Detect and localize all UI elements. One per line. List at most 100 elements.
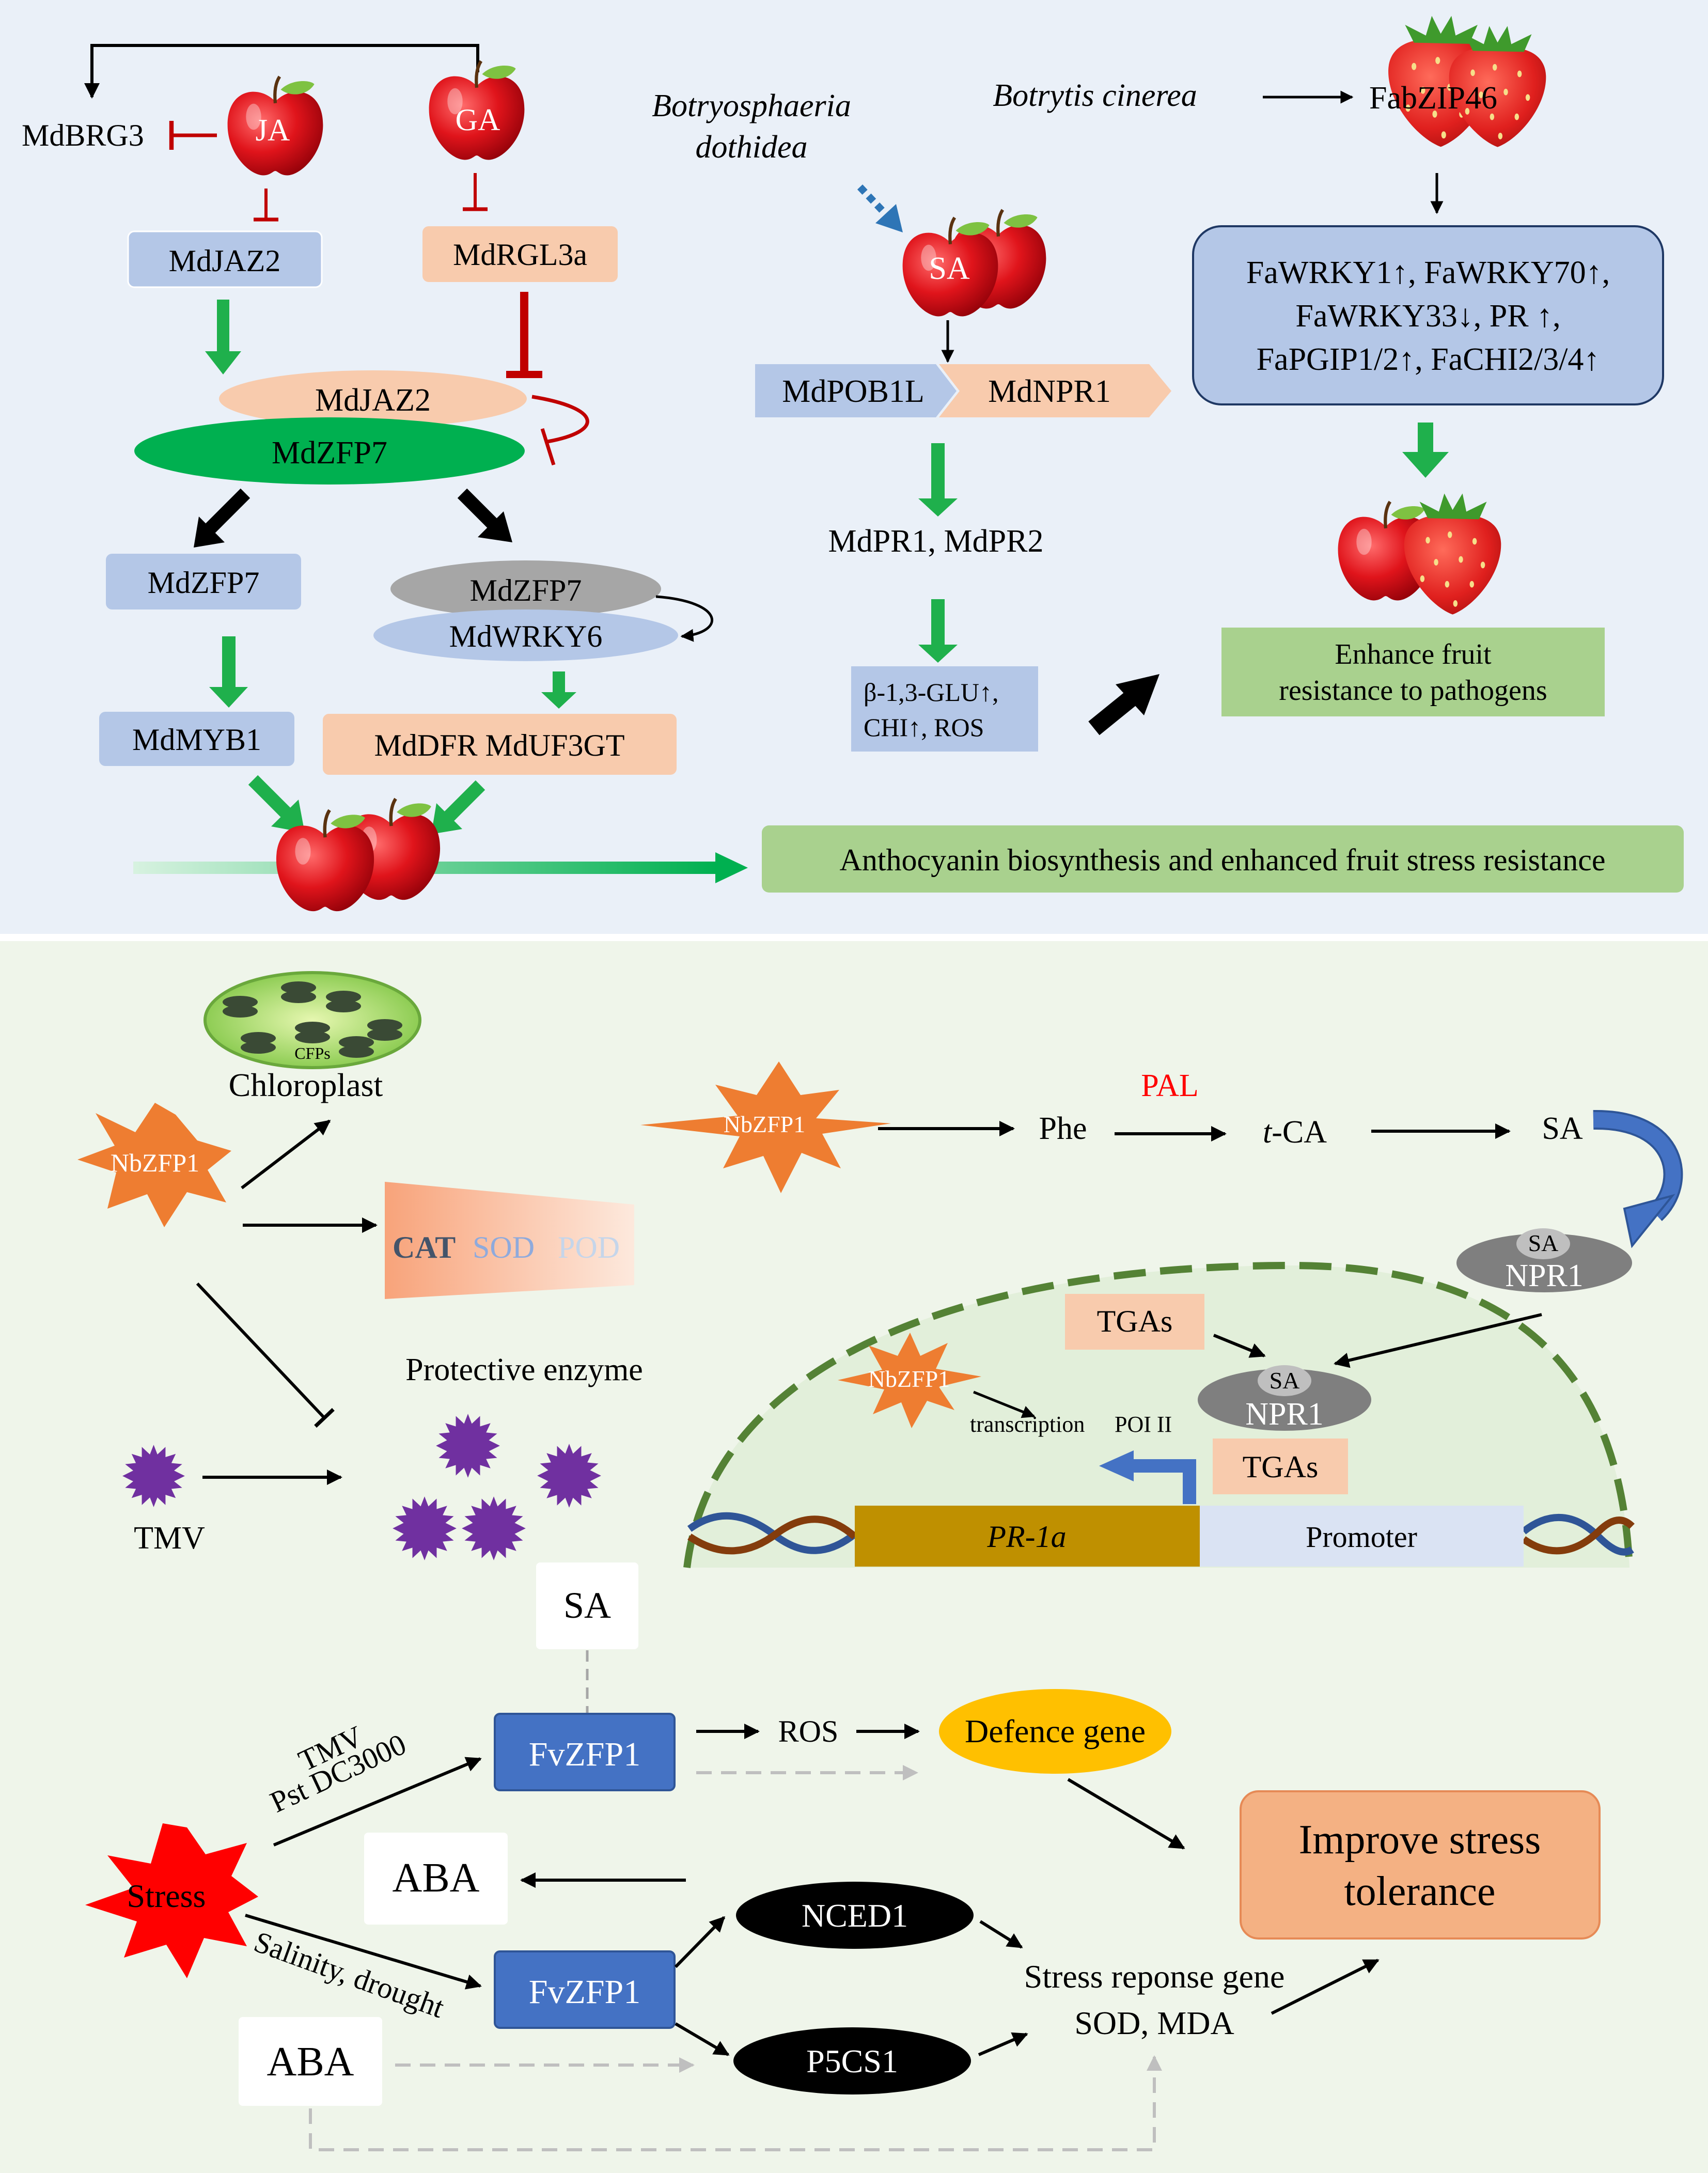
botrytis-label: Botrytis cinerea [993,78,1197,113]
mdrgl3a-complex-tbar [540,428,556,466]
tgas-bottom-box [1213,1439,1348,1494]
nced1-oval [736,1882,974,1949]
black-arrow-glu-to-enhance [1088,674,1159,736]
tca-label: t-CA [1263,1115,1327,1150]
response-line1: Stress reponse gene [1024,1958,1285,1995]
fawrky-box [1192,225,1664,405]
mdzfp7-grey-oval [390,560,661,617]
glu-box [851,666,1038,752]
stress-to-fvzfp1-bottom-arrow [245,1914,482,1990]
fvzfp1-bottom-box [494,1950,676,2029]
tgas-to-npr1-arrow [1213,1334,1266,1358]
mdwrky6-self-loop-arrow [655,595,713,642]
green-arrow-mdmyb1-to-apple [248,775,305,833]
promoter-box [1200,1506,1524,1567]
mdjaz2-box [127,230,323,288]
stress-to-fvzfp1-top-arrow [273,1757,482,1847]
transcription-label: transcription [970,1412,1085,1437]
mdwrky6-oval [373,609,678,661]
fawrky-line1: FaWRKY1↑, FaWRKY70↑, [1246,255,1610,290]
black-arrow-to-wrky-complex [457,488,512,542]
mdpr-label: MdPR1, MdPR2 [828,524,1044,559]
nbzfp1-nucleus-burst [838,1333,981,1428]
response-line2: SOD, MDA [1074,2005,1234,2041]
nbzfp1-top-label: NbZFP1 [724,1111,805,1137]
pal-label: PAL [1141,1068,1198,1103]
ga-ja-feedback-arrow [84,44,479,99]
mdzfp7-oval [134,417,525,484]
nbzfp1-top-burst [640,1061,891,1193]
p5cs1-to-response-arrow [978,2032,1028,2056]
phe-label: Phe [1039,1111,1087,1146]
aba-to-response-dashed [309,2055,1162,2151]
npr1-top-label: NPR1 [1505,1258,1584,1293]
anthocyanin-result-arrowhead [715,852,748,883]
mdnpr1-shape [939,364,1171,417]
improve-tolerance-box [1240,1790,1601,1940]
mdjaz2-oval [219,370,527,427]
fawrky-line3: FaPGIP1/2↑, FaCHI2/3/4↑ [1257,342,1600,377]
aba-top-box [364,1833,508,1925]
poi-label: POI II [1115,1412,1172,1437]
nucleus-interior [687,1265,1629,1568]
green-arrow-mddfr-to-apple [431,780,485,834]
sa-path-label: SA [1542,1111,1582,1146]
nced1-to-response-arrow [979,1920,1023,1949]
cat-sod-pod-wedge [385,1182,634,1299]
anthocyanin-result-label: Anthocyanin biosynthesis and enhanced fr… [840,843,1606,877]
pathogen-dashed-arrow [857,184,903,232]
glu-label-line2: CHI↑, ROS [864,713,984,742]
tca-suffix: -CA [1272,1115,1327,1150]
cfps-label: CFPs [294,1044,330,1062]
promoter-label: Promoter [1306,1520,1417,1554]
mdmyb1-label: MdMYB1 [132,723,261,757]
mdrgl3a-complex-curve [531,395,589,444]
ja-label: JA [256,113,290,147]
p5cs1-oval [733,2027,971,2094]
sa-bottom-oval [1258,1365,1311,1396]
npr1-bottom-label: NPR1 [1245,1397,1324,1432]
sa-bottom-box [536,1562,638,1649]
ga-label: GA [456,103,500,137]
protective-enzyme-label: Protective enzyme [405,1352,643,1387]
aba-bottom-box [239,2017,382,2106]
nbzfp1-nucleus-label: NbZFP1 [868,1366,950,1392]
defence-gene-label: Defence gene [965,1713,1146,1749]
fvzfp1-top-label: FvZFP1 [529,1736,640,1773]
sa-apple-label: SA [929,251,969,286]
tmv-virus-icon [122,1445,185,1507]
npr1-bottom-oval [1198,1369,1371,1431]
mdzfp7-box [106,554,301,609]
tca-italic-t: t [1263,1115,1273,1150]
stress-label: Stress [127,1878,206,1914]
tgas-top-box [1065,1294,1204,1350]
mdzfp7-oval-label: MdZFP7 [272,435,387,471]
fvzfp1-bottom-label: FvZFP1 [529,1973,640,2011]
panel-separator [0,934,1708,941]
pod-label: POD [558,1230,620,1264]
pr1a-label: PR-1a [986,1520,1066,1554]
mdrgl3a-label: MdRGL3a [453,238,587,272]
green-arrow-wrky-to-mddfr [541,671,576,709]
nucleus-membrane [683,1261,1633,1568]
improve-line1: Improve stress [1299,1817,1541,1863]
enhance-resistance-box [1221,628,1605,716]
mdrgl3a-inhibition [506,292,542,378]
chloroplast-icon [203,971,421,1069]
response-to-improve-arrow [1271,1959,1380,2015]
defence-to-improve-arrow [1067,1778,1185,1850]
stress-burst [85,1823,258,1978]
sa-bottom-label: SA [563,1585,611,1626]
black-arrow-to-mdzfp7 [194,488,250,548]
mdrgl3a-box [422,226,618,282]
dna-strand-brown-right [1521,1517,1635,1555]
botryosphaeria-label: Botryosphaeria [652,88,851,123]
green-arrow-fawrky-to-fruit [1402,423,1449,478]
mdzfp7-grey-label: MdZFP7 [470,573,582,607]
green-arrow-mdzfp7-to-mdmyb1 [209,636,248,708]
mdzfp7-box-label: MdZFP7 [148,566,260,600]
tmv-label: TMV [134,1521,205,1556]
mdjaz2-oval-label: MdJAZ2 [315,383,431,418]
fabzip46-label: FabZIP46 [1369,81,1497,116]
